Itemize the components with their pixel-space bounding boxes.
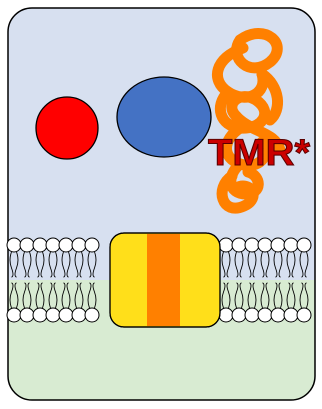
lipid-head <box>45 307 61 323</box>
lipid-tail <box>48 282 53 309</box>
red-circle-icon <box>35 96 99 160</box>
lipid-tail <box>87 282 92 309</box>
lipid-tail <box>304 251 309 278</box>
lipid-tail <box>14 251 19 278</box>
lipid-head <box>71 307 87 323</box>
lipid-tail <box>247 282 252 309</box>
lipid-tail <box>22 282 27 309</box>
lipid-tail <box>247 251 252 278</box>
lipid-tail <box>299 251 304 278</box>
lipid-tail <box>299 282 304 309</box>
lipid-tail <box>260 251 265 278</box>
lipid-head <box>32 237 48 253</box>
lipid-tail <box>53 251 58 278</box>
lipid-tail <box>40 251 45 278</box>
lipid-tail <box>278 282 283 309</box>
lipid-bilayer <box>6 237 312 323</box>
lipid-tail <box>74 282 79 309</box>
channel-outline <box>109 232 221 328</box>
lipid-head <box>283 237 299 253</box>
blue-ellipse-icon <box>116 76 212 158</box>
lipid-tail <box>40 282 45 309</box>
lipid-head <box>244 237 260 253</box>
lipid-tail <box>9 282 14 309</box>
tmr-label: TMR* <box>208 132 311 173</box>
lipid-head <box>6 307 22 323</box>
lipid-head <box>244 307 260 323</box>
lipid-tail <box>278 251 283 278</box>
lipid-head <box>283 307 299 323</box>
lipid-tail <box>234 251 239 278</box>
lipid-tail <box>291 251 296 278</box>
lipid-head <box>71 237 87 253</box>
lipid-head <box>19 237 35 253</box>
lipid-tail <box>234 282 239 309</box>
lipid-tail <box>239 282 244 309</box>
lipid-head <box>257 237 273 253</box>
lipid-tail <box>239 251 244 278</box>
orange-coil-icon <box>212 28 286 214</box>
lipid-tail <box>226 251 231 278</box>
lipid-head <box>84 237 100 253</box>
lipid-head <box>45 237 61 253</box>
lipid-tail <box>286 251 291 278</box>
lipid-head <box>32 307 48 323</box>
lipid-head <box>231 307 247 323</box>
lipid-tail <box>252 251 257 278</box>
lipid-tail <box>273 282 278 309</box>
lipid-head <box>296 307 312 323</box>
lipid-tail <box>252 282 257 309</box>
lipid-tail <box>27 251 32 278</box>
cell-outline <box>7 7 316 401</box>
lipid-tail <box>9 251 14 278</box>
lipid-tail <box>22 251 27 278</box>
lipid-tail <box>286 282 291 309</box>
lipid-tail <box>221 251 226 278</box>
lipid-head <box>84 307 100 323</box>
lipid-head <box>19 307 35 323</box>
channel-core <box>147 234 180 326</box>
lipid-head <box>218 237 234 253</box>
lipid-head <box>58 307 74 323</box>
lipid-tail <box>260 282 265 309</box>
lipid-tail <box>291 282 296 309</box>
lipid-head <box>218 307 234 323</box>
lipid-tail <box>61 282 66 309</box>
lipid-head <box>296 237 312 253</box>
lipid-tail <box>79 251 84 278</box>
membrane-channel <box>109 232 221 328</box>
lipid-tail <box>61 251 66 278</box>
lipid-head <box>231 237 247 253</box>
lipid-tail <box>79 282 84 309</box>
lipid-tail <box>304 282 309 309</box>
lipid-head <box>270 307 286 323</box>
lipid-tail <box>273 251 278 278</box>
lipid-tail <box>14 282 19 309</box>
lipid-tail <box>48 251 53 278</box>
lipid-tail <box>27 282 32 309</box>
lipid-tail <box>92 282 97 309</box>
lipid-tail <box>87 251 92 278</box>
lipid-head <box>6 237 22 253</box>
lipid-head <box>270 237 286 253</box>
lipid-tail <box>221 282 226 309</box>
lipid-tail <box>66 251 71 278</box>
lipid-tail <box>35 251 40 278</box>
lipid-head <box>257 307 273 323</box>
lipid-tail <box>53 282 58 309</box>
lipid-head <box>58 237 74 253</box>
lipid-tail <box>265 251 270 278</box>
lipid-tail <box>35 282 40 309</box>
lipid-tail <box>74 251 79 278</box>
lipid-tail <box>92 251 97 278</box>
lipid-tail <box>66 282 71 309</box>
lipid-tail <box>226 282 231 309</box>
lipid-tail <box>265 282 270 309</box>
